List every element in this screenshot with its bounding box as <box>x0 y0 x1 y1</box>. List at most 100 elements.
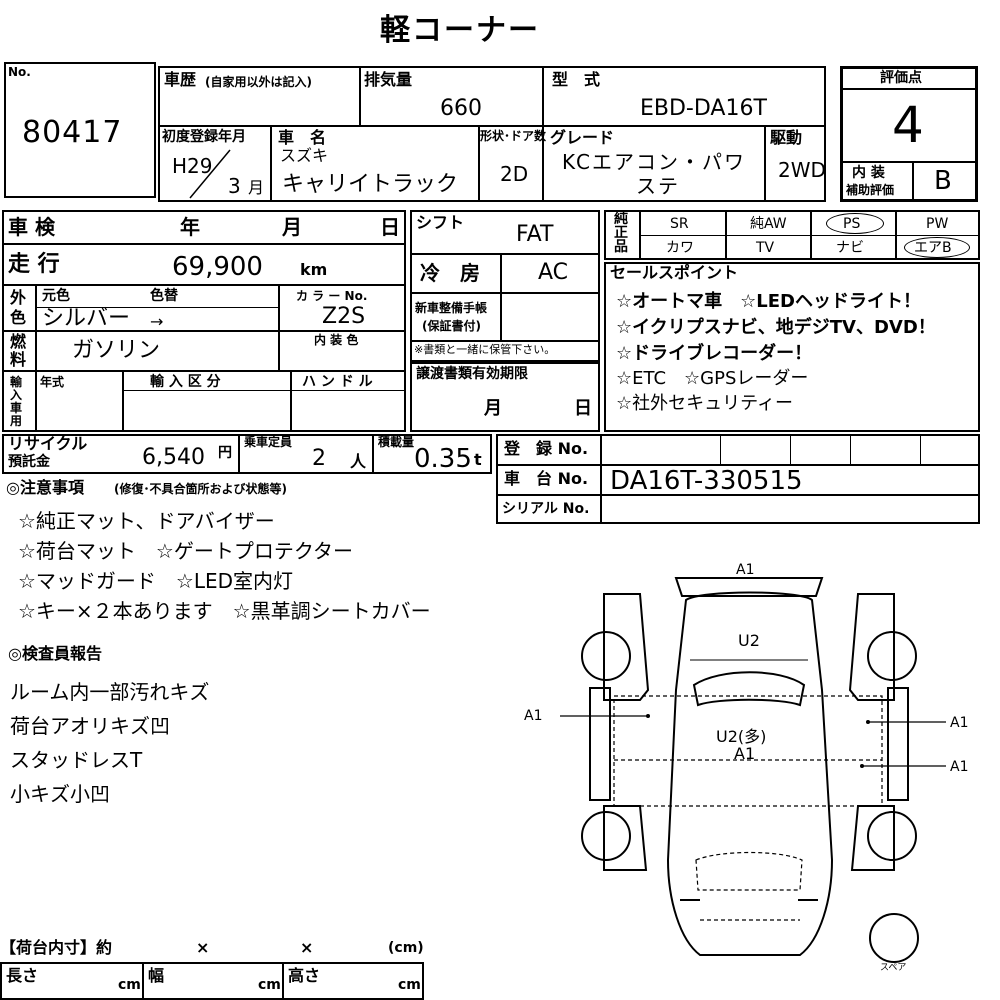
recycle-grid <box>2 434 492 474</box>
note-2: ☆荷台マット ☆ゲートプロテクター <box>18 539 354 563</box>
note-1: ☆純正マット、ドアバイザー <box>18 509 275 533</box>
genuine-tv: TV <box>756 240 775 256</box>
lot-box <box>4 62 156 198</box>
bed-times-1: × <box>196 938 210 957</box>
import-label-2: 入 <box>10 388 23 402</box>
inspector-item-1: ルーム内一部汚れキズ <box>10 680 210 704</box>
orig-color-label: 元色 <box>42 288 70 304</box>
first-reg-month-unit: 月 <box>248 178 265 197</box>
interior-label-2: 補助評価 <box>846 183 895 197</box>
grade-line1: KCエアコン・パワ <box>562 150 746 174</box>
color-value: シルバー <box>42 306 131 331</box>
airbag-circle <box>904 237 970 258</box>
genuine-label-2: 正 <box>614 225 628 241</box>
sales-point-2: ☆イクリプスナビ、地デジTV、DVD！ <box>616 317 936 338</box>
genuine-pw: PW <box>926 216 949 232</box>
sales-point-1: ☆オートマ車 ☆LEDヘッドライト！ <box>616 291 921 312</box>
fuel-label-2: 料 <box>10 350 27 369</box>
rating-box <box>840 66 978 202</box>
mileage-value: 69,900 <box>172 252 263 282</box>
notes-sub: (修復･不具合箇所および状態等) <box>114 482 287 496</box>
change-color-label: 色替 <box>150 288 178 304</box>
color-code: Z2S <box>322 304 366 329</box>
bed-dimensions-grid <box>0 962 424 1000</box>
import-label-4: 用 <box>10 414 23 428</box>
lot-number: 80417 <box>22 115 123 150</box>
recycle-label-1: リサイクル <box>8 434 88 453</box>
doors-value: 2D <box>500 162 529 186</box>
inspection-year: 年 <box>180 215 200 239</box>
recycle-value: 6,540 <box>142 445 205 470</box>
bed-label: 【荷台内寸】約 <box>0 938 113 957</box>
bed-times-2: × <box>300 938 314 957</box>
serial-label: シリアル No. <box>502 501 590 517</box>
bed-length-unit: cm <box>118 977 141 993</box>
registration-grid <box>496 434 980 524</box>
first-reg-month: 3 <box>228 174 241 198</box>
first-reg-year: H29 <box>172 154 213 178</box>
notes-label: ◎注意事項 <box>6 478 84 497</box>
color-code-label: カ ラ ー No. <box>296 289 368 303</box>
inspector-label: ◎検査員報告 <box>8 644 102 663</box>
inspector-item-3: スタッドレスT <box>10 748 143 772</box>
interior-label-1: 内 装 <box>852 165 885 181</box>
import-handle-label: ハ ン ド ル <box>302 374 373 390</box>
sales-point-3: ☆ドライブレコーダー！ <box>616 343 813 364</box>
car-name: キャリイトラック <box>282 172 459 197</box>
transfer-month: 月 <box>484 398 502 419</box>
car-maker: スズキ <box>280 146 329 165</box>
inspection-label: 車 検 <box>8 215 55 239</box>
genuine-navi: ナビ <box>836 240 864 256</box>
genuine-airbag: エアB <box>914 240 952 256</box>
bed-width-label: 幅 <box>148 966 165 985</box>
mark-left: A1 <box>524 708 543 724</box>
history-sub: (自家用以外は記入) <box>205 75 312 89</box>
capacity-label: 乗車定員 <box>244 435 293 449</box>
interior-color-label: 内 装 色 <box>314 333 359 347</box>
displacement-value: 660 <box>440 96 482 121</box>
rating-value: 4 <box>892 96 924 154</box>
ps-circle <box>826 213 884 234</box>
vehicle-info-grid <box>158 66 826 202</box>
genuine-label-1: 純 <box>614 211 628 227</box>
rating-label: 評価点 <box>880 70 922 86</box>
history-label: 車歴 <box>164 70 197 89</box>
grade-line2: ステ <box>636 174 680 198</box>
genuine-aw: 純AW <box>750 216 787 232</box>
ac-label: 冷 房 <box>420 261 480 285</box>
inspection-day: 日 <box>380 215 400 239</box>
first-reg-label: 初度登録年月 <box>162 129 246 145</box>
vehicle-damage-diagram <box>560 577 946 963</box>
bed-height-label: 高さ <box>288 966 321 985</box>
bed-height-unit: cm <box>398 977 421 993</box>
inspector-item-4: 小キズ小凹 <box>10 782 110 806</box>
mark-right-1: A1 <box>950 715 969 731</box>
drive-label: 駆動 <box>770 128 803 147</box>
mark-right-2: A1 <box>950 759 969 775</box>
capacity-unit: 人 <box>350 452 367 471</box>
interior-value: B <box>934 166 952 196</box>
load-label: 積載量 <box>378 435 415 449</box>
transfer-day: 日 <box>574 398 592 419</box>
date-slash <box>189 149 231 199</box>
shift-value: FAT <box>516 222 554 247</box>
bed-length-label: 長さ <box>6 966 39 985</box>
model-value: EBD-DA16T <box>640 96 767 121</box>
page-title: 軽コーナー <box>380 13 540 48</box>
recycle-unit: 円 <box>218 445 232 461</box>
fuel-value: ガソリン <box>72 338 161 363</box>
color-arrow: → <box>150 312 164 331</box>
car-name-label: 車 名 <box>278 128 327 147</box>
import-year-label: 年式 <box>40 375 65 389</box>
maintenance-label-2: (保証書付) <box>422 319 481 333</box>
chassis-label: 車 台 No. <box>504 469 589 488</box>
chassis-number: DA16T-330515 <box>610 466 803 496</box>
sales-label: セールスポイント <box>610 263 739 282</box>
genuine-label-3: 品 <box>614 239 628 255</box>
note-4: ☆キー×２本あります ☆黒革調シートカバー <box>18 599 431 623</box>
registration-label: 登 録 No. <box>504 439 589 458</box>
drive-value: 2WD <box>778 158 826 182</box>
spare-label: スペア <box>880 963 907 973</box>
lot-label: No. <box>8 65 31 79</box>
color-label-1: 外 <box>10 288 27 307</box>
